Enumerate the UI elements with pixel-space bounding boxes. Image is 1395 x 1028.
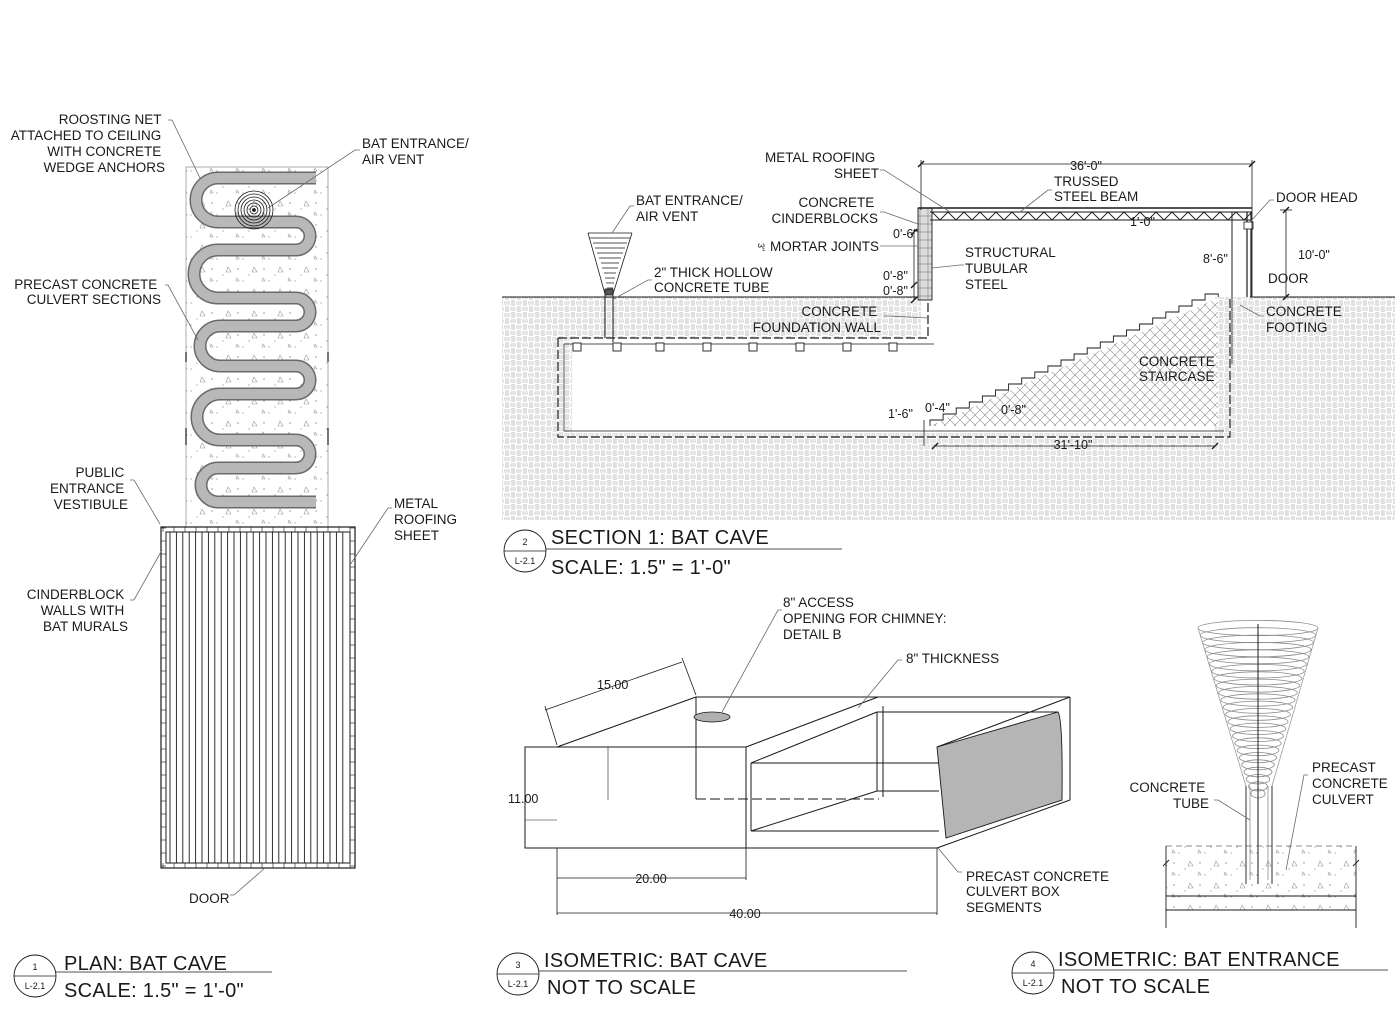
plan-cinderblock-label: CINDERBLOCK WALLS WITH BAT MURALS (27, 587, 128, 634)
section-view: METAL ROOFING SHEET CONCRETE CINDERBLOCK… (502, 150, 1395, 579)
section-scale: SCALE: 1.5" = 1'-0" (551, 557, 731, 579)
section-hollow-tube-label: 2" THICK HOLLOW CONCRETE TUBE (654, 265, 776, 295)
section-tag-number: 2 (522, 537, 527, 547)
iso-dim-height: 11.00 (508, 792, 538, 806)
plan-leaders (130, 119, 392, 896)
mortar-dim: 3" (756, 243, 766, 251)
iso-entrance-title-block: 4 L-2.1 ISOMETRIC: BAT ENTRANCE NOT TO S… (1011, 949, 1388, 998)
iso-cave-tag-sheet: L-2.1 (508, 979, 529, 989)
entrance-leaders (1214, 774, 1308, 871)
plan-tag-number: 1 (32, 962, 37, 972)
plan-title: PLAN: BAT CAVE (64, 953, 227, 975)
dim-door-height: 8'-6" (1203, 252, 1228, 266)
iso-cave-title: ISOMETRIC: BAT CAVE (544, 950, 768, 972)
iso-dimensions (524, 657, 938, 915)
iso-entrance-title: ISOMETRIC: BAT ENTRANCE (1058, 949, 1340, 971)
section-bat-entrance-icon (587, 232, 633, 342)
section-door-label: DOOR (1268, 271, 1309, 286)
door-head (1243, 221, 1254, 230)
plan-bat-entrance-label: BAT ENTRANCE/ AIR VENT (362, 136, 473, 167)
iso-dim-width: 20.00 (635, 872, 666, 886)
dim-floor-length: 31'-10" (1054, 438, 1093, 452)
truss-beam (918, 207, 1253, 221)
iso-entrance-view: CONCRETE TUBE PRECAST CONCRETE CULVERT 4… (1011, 620, 1392, 998)
staircase-steps (929, 293, 1219, 426)
iso-segments-label: PRECAST CONCRETE CULVERT BOX SEGMENTS (966, 869, 1113, 915)
plan-culvert-label: PRECAST CONCRETE CULVERT SECTIONS (14, 277, 161, 307)
section-cinderblocks-label: CONCRETE CINDERBLOCKS (771, 195, 878, 226)
section-bat-entrance-label: BAT ENTRANCE/ AIR VENT (636, 193, 747, 224)
section-leaders (611, 169, 1274, 319)
wall-anchors (572, 342, 898, 352)
foundation-wall (557, 297, 1231, 438)
section-footing-label: CONCRETE FOOTING (1266, 304, 1346, 335)
section-metal-roof-label: METAL ROOFING SHEET (765, 150, 879, 181)
plan-title-block: 1 L-2.1 PLAN: BAT CAVE SCALE: 1.5" = 1'-… (13, 953, 272, 1002)
section-truss-label: TRUSSED STEEL BEAM (1054, 174, 1138, 204)
section-title: SECTION 1: BAT CAVE (551, 527, 769, 549)
dimension-ticks (910, 160, 1290, 450)
metal-roof-ribs (161, 527, 355, 868)
iso-cave-view: 8" ACCESS OPENING FOR CHIMNEY: DETAIL B … (496, 595, 1113, 999)
iso-entrance-tag-sheet: L-2.1 (1023, 978, 1044, 988)
iso-dim-length: 40.00 (729, 907, 760, 921)
iso-cave-tag-number: 3 (515, 960, 520, 970)
plan-vestibule-label: PUBLIC ENTRANCE VESTIBULE (50, 465, 128, 512)
dim-step-b: 0'-8" (1001, 403, 1026, 417)
plan-door-label: DOOR (189, 891, 230, 906)
dim-step-height: 1'-6" (888, 407, 913, 421)
ground-hatch (502, 297, 1395, 520)
staircase-fill (930, 298, 1218, 426)
dim-truss-depth: 1'-0" (1130, 215, 1155, 229)
entrance-tube-label: CONCRETE TUBE (1129, 780, 1209, 811)
iso-thickness-label: 8" THICKNESS (906, 651, 999, 666)
section-door-head-label: DOOR HEAD (1276, 190, 1358, 205)
entrance-culvert-label: PRECAST CONCRETE CULVERT (1312, 760, 1392, 807)
iso-entrance-tag-number: 4 (1030, 959, 1035, 969)
cinderblock-wall (917, 207, 933, 301)
culvert-end-face (936, 711, 1063, 839)
dim-span: 36'-0" (1070, 159, 1102, 173)
section-foundation-label: CONCRETE FOUNDATION WALL (753, 304, 882, 335)
access-opening (693, 711, 731, 723)
dim-step-a: 0'-4" (925, 401, 950, 415)
iso-cave-title-block: 3 L-2.1 ISOMETRIC: BAT CAVE NOT TO SCALE (496, 950, 907, 999)
section-tubular-label: STRUCTURAL TUBULAR STEEL (965, 245, 1059, 292)
plan-view: ROOSTING NET ATTACHED TO CEILING WITH CO… (11, 112, 473, 1002)
dim-overall-height: 10'-0" (1298, 248, 1330, 262)
section-staircase-label: CONCRETE STAIRCASE (1139, 354, 1219, 384)
plan-metal-roof-label: METAL ROOFING SHEET (394, 496, 461, 543)
dim-block-a: 0'-8" (883, 269, 908, 283)
plan-roosting-label: ROOSTING NET ATTACHED TO CEILING WITH CO… (11, 112, 165, 175)
iso-cave-scale: NOT TO SCALE (547, 977, 696, 999)
section-dimensions (913, 160, 1292, 447)
concrete-tube-iso (1245, 786, 1273, 884)
dim-block-b: 0'-8" (883, 284, 908, 298)
iso-entrance-scale: NOT TO SCALE (1061, 976, 1210, 998)
roosting-net (189, 173, 316, 507)
plan-scale: SCALE: 1.5" = 1'-0" (64, 980, 244, 1002)
vestibule-plan (160, 526, 356, 869)
bat-entrance-plan-icon (234, 190, 274, 230)
section-tag-sheet: L-2.1 (515, 556, 536, 566)
iso-dim-depth: 15.00 (597, 678, 628, 692)
iso-leaders (721, 609, 962, 873)
plan-tag-sheet: L-2.1 (25, 981, 46, 991)
iso-access-label: 8" ACCESS OPENING FOR CHIMNEY: DETAIL B (783, 595, 950, 642)
dim-roof-edge: 0'-6" (893, 227, 918, 241)
section-title-block: 2 L-2.1 SECTION 1: BAT CAVE SCALE: 1.5" … (503, 527, 842, 579)
section-mortar-label: MORTAR JOINTS (770, 239, 879, 254)
entrance-ground (1166, 846, 1356, 910)
